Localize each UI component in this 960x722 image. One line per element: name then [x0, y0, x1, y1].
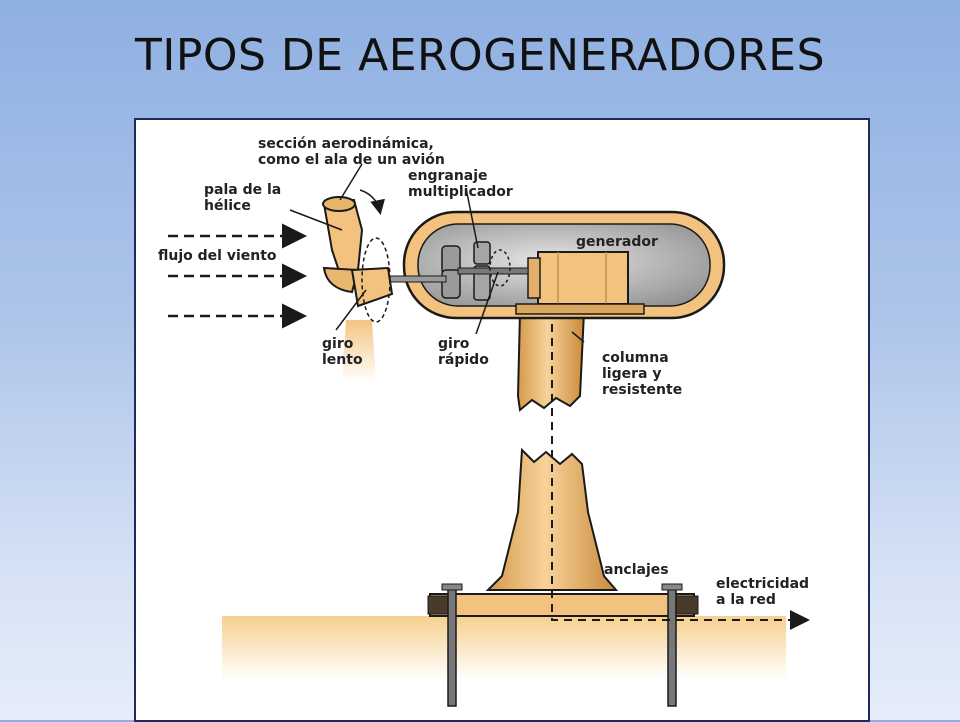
label-electricidad-line2: a la red	[716, 592, 776, 608]
generator	[515, 251, 645, 315]
slide-title: TIPOS DE AEROGENERADORES	[134, 30, 826, 81]
diagram-canvas: sección aerodinámica, como el ala de un …	[158, 136, 810, 707]
label-generador: generador	[576, 234, 658, 250]
label-anclajes: anclajes	[604, 562, 669, 578]
rotor-trail	[342, 320, 376, 382]
label-columna-line1: columna	[602, 350, 669, 366]
label-giro-rapido-line1: giro	[438, 336, 470, 352]
wind-turbine-diagram: sección aerodinámica, como el ala de un …	[134, 118, 870, 722]
label-giro-lento-line1: giro	[322, 336, 354, 352]
tower-upper	[516, 311, 586, 412]
label-seccion-line1: sección aerodinámica,	[258, 136, 434, 152]
leader-lines	[289, 163, 585, 343]
wind-flow-arrows	[168, 223, 307, 329]
base-plate	[429, 593, 695, 617]
label-giro-lento-line2: lento	[322, 352, 363, 368]
gearbox	[441, 241, 529, 301]
label-engranaje-line2: multiplicador	[408, 184, 513, 200]
label-seccion-line2: como el ala de un avión	[258, 152, 445, 168]
power-cable	[551, 296, 810, 630]
label-giro-rapido-line2: rápido	[438, 352, 489, 368]
label-columna-line3: resistente	[602, 382, 682, 398]
rotation-arrow	[359, 189, 385, 215]
label-pala-line2: hélice	[204, 198, 251, 214]
rotor-blade	[322, 196, 394, 323]
label-engranaje-line1: engranaje	[408, 168, 488, 184]
label-pala-line1: pala de la	[204, 182, 281, 198]
anchor-bolts	[441, 583, 683, 707]
label-columna-line2: ligera y	[602, 366, 661, 382]
ground	[222, 616, 786, 680]
label-electricidad-line1: electricidad	[716, 576, 809, 592]
label-flujo: flujo del viento	[158, 248, 277, 264]
